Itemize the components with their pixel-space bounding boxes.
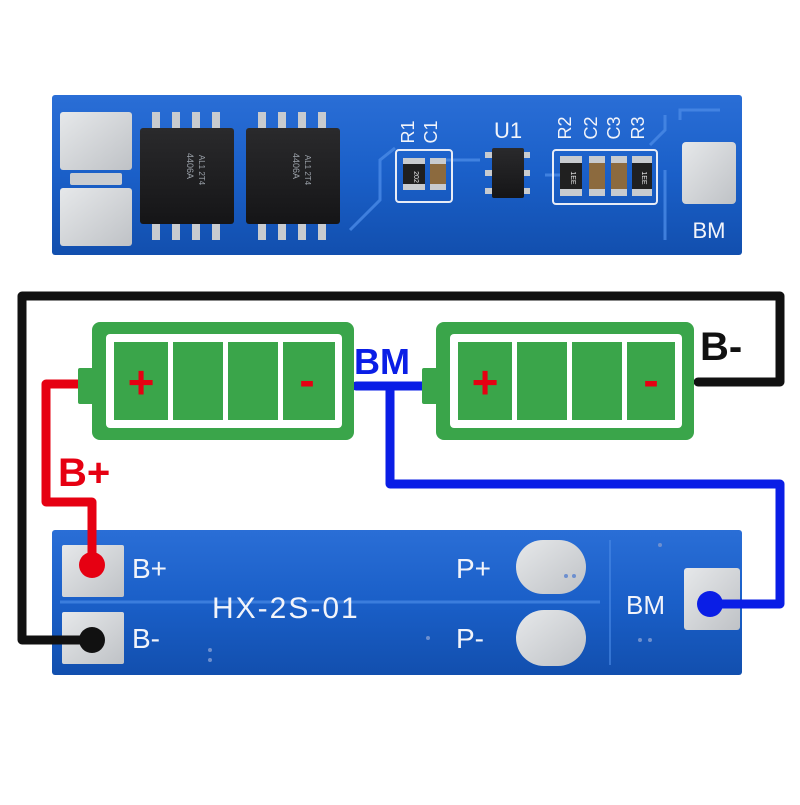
silk-c2: C2 [581, 116, 601, 139]
silk-c3: C3 [604, 116, 624, 139]
chip-left-mark-2: AL1 2T4 [197, 155, 206, 186]
pad-p-minus [516, 610, 586, 666]
top-pad-upper-left [60, 112, 132, 170]
wire-b-minus-terminal [79, 627, 105, 653]
wire-bm-terminal [697, 591, 723, 617]
silk-p-plus: P+ [456, 553, 491, 584]
r2-r3-outline [552, 149, 658, 205]
chip-right-mark-2: AL1 2T4 [303, 155, 312, 186]
ic-u1 [485, 148, 530, 198]
battery-1: + - [78, 322, 354, 440]
wire-bm [351, 381, 785, 609]
resistor-code-2: 1EE [569, 171, 576, 185]
battery-1-plus: + [128, 356, 155, 408]
bottom-vias [208, 543, 662, 662]
silk-u1: U1 [494, 118, 522, 143]
board-model: HX-2S-01 [212, 592, 360, 625]
silk-r2: R2 [555, 116, 575, 139]
top-pad-lower-left [60, 188, 132, 246]
pad-p-plus [516, 540, 586, 594]
wire-b-minus [17, 291, 785, 645]
silk-bm-bottom: BM [626, 590, 665, 620]
battery-2-plus: + [472, 356, 499, 408]
label-bm: BM [354, 341, 410, 382]
capacitor-c2 [589, 156, 605, 196]
silk-b-minus: B- [132, 623, 160, 654]
top-pcb-board: 4406A AL1 2T4 4406A AL1 2T4 [52, 95, 742, 255]
silk-r1: R1 [398, 120, 418, 143]
top-pad-bm [682, 142, 736, 204]
capacitor-c3 [611, 156, 627, 196]
silk-bm-top: BM [693, 218, 726, 243]
label-b-plus: B+ [58, 451, 110, 495]
battery-2-minus: - [643, 354, 658, 406]
silk-p-minus: P- [456, 623, 484, 654]
wire-b-plus-terminal [79, 552, 105, 578]
silk-c1: C1 [421, 120, 441, 143]
resistor-code-3: 1EE [640, 171, 647, 185]
resistor-r2 [560, 156, 582, 196]
chip-left-mark-1: 4406A [185, 153, 195, 179]
silk-r3: R3 [628, 116, 648, 139]
top-pad-strip [70, 173, 122, 185]
resistor-r3 [632, 156, 652, 196]
label-b-minus: B- [700, 325, 742, 369]
resistor-code-1: 202 [412, 171, 419, 183]
battery-2: + - [422, 322, 694, 440]
capacitor-c1 [430, 158, 446, 190]
top-mosfet-right: 4406A AL1 2T4 [246, 112, 340, 240]
silk-b-plus: B+ [132, 553, 167, 584]
bottom-pcb-board: B+ B- HX-2S-01 P+ P- BM [52, 530, 742, 675]
top-mosfet-left: 4406A AL1 2T4 [140, 112, 234, 240]
wire-b-plus [41, 379, 97, 568]
chip-right-mark-1: 4406A [291, 153, 301, 179]
r1-c1-outline [395, 149, 453, 203]
top-traces [348, 108, 720, 240]
resistor-r1 [403, 158, 425, 190]
battery-1-minus: - [299, 354, 314, 406]
